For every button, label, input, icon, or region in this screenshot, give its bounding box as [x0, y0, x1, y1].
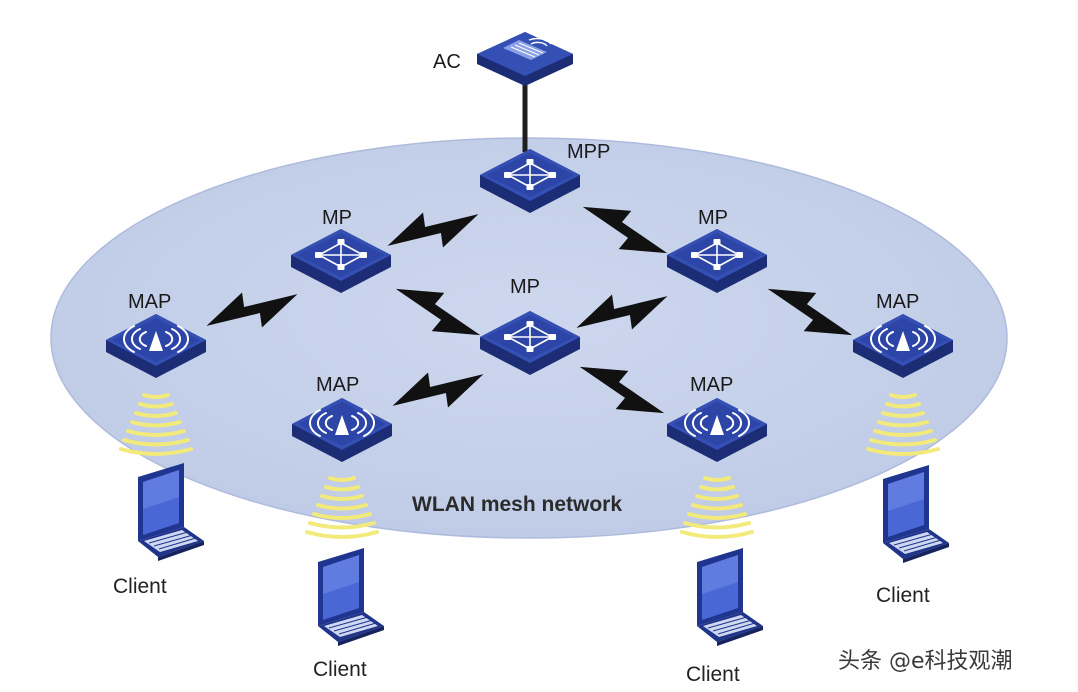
map-far-left-label: MAP	[128, 291, 171, 313]
client-2-label: Client	[313, 658, 367, 681]
mp-left-label: MP	[322, 207, 352, 229]
map-far-right-label: MAP	[876, 291, 919, 313]
client-1-label: Client	[113, 575, 167, 598]
map-left-label: MAP	[316, 374, 359, 396]
ac-label: AC	[433, 51, 461, 73]
mp-right-label: MP	[698, 207, 728, 229]
watermark-text: 头条 @e科技观潮	[838, 649, 1013, 674]
client-4-laptop-icon	[882, 464, 950, 564]
client-3-laptop-icon	[696, 547, 764, 647]
client-4-label: Client	[876, 584, 930, 607]
network-label: WLAN mesh network	[412, 493, 622, 516]
mpp-label: MPP	[567, 141, 610, 163]
client-2-laptop-icon	[317, 547, 385, 647]
client-3-label: Client	[686, 663, 740, 686]
map-right-label: MAP	[690, 374, 733, 396]
ac-device-icon	[477, 32, 573, 86]
mp-center-label: MP	[510, 276, 540, 298]
